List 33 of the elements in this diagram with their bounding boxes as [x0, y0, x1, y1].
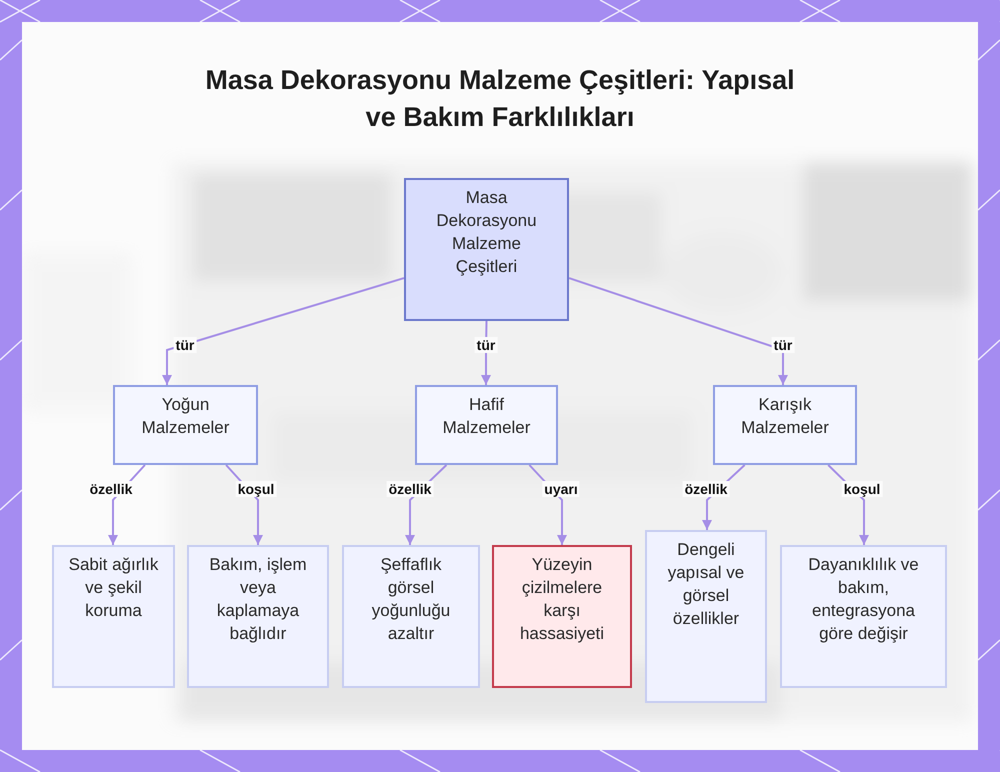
category-box [415, 385, 558, 465]
detail-box [342, 545, 480, 688]
connector-arrow [481, 320, 491, 385]
node-text: Şeffaflık görsel yoğunluğu azaltır [370, 554, 452, 645]
edge-label: özellik [682, 481, 730, 497]
detail-box [645, 530, 767, 703]
edge-label: koşul [236, 481, 276, 497]
edge-label: tür [474, 337, 498, 353]
edge-label: özellik [88, 481, 134, 497]
edge-label: koşul [842, 481, 882, 497]
detail-box [52, 545, 175, 688]
diagram-title: Masa Dekorasyonu Malzeme Çeşitleri: Yapısal ve Bakım Farklılıkları [204, 64, 796, 134]
connector-arrow [568, 277, 788, 385]
edge-label: özellik [386, 481, 434, 497]
node-text: Yüzeyin çizilmelere karşı hassasiyeti [518, 554, 606, 645]
detail-box [780, 545, 947, 688]
node-text: Hafif Malzemeler [442, 394, 532, 439]
edge-label: tür [174, 337, 196, 353]
root-box [404, 178, 569, 321]
node-text: Dayanıklılık ve bakım, entegrasyona göre değişir [807, 554, 920, 645]
edge-label: tür [772, 337, 794, 353]
connector-arrow [162, 277, 404, 385]
category-box [113, 385, 258, 465]
node-text: Yoğun Malzemeler [140, 394, 230, 439]
node-text: Karışık Malzemeler [740, 394, 830, 439]
warning-box [492, 545, 632, 688]
category-box [713, 385, 857, 465]
edge-label: uyarı [542, 481, 580, 497]
node-text: Masa Dekorasyonu Malzeme Çeşitleri [435, 187, 538, 278]
node-text: Sabit ağırlık ve şekil koruma [68, 554, 159, 622]
node-text: Bakım, işlem veya kaplamaya bağlıdır [208, 554, 308, 645]
node-text: Dengeli yapısal ve görsel özellikler [666, 539, 746, 630]
detail-box [187, 545, 329, 688]
